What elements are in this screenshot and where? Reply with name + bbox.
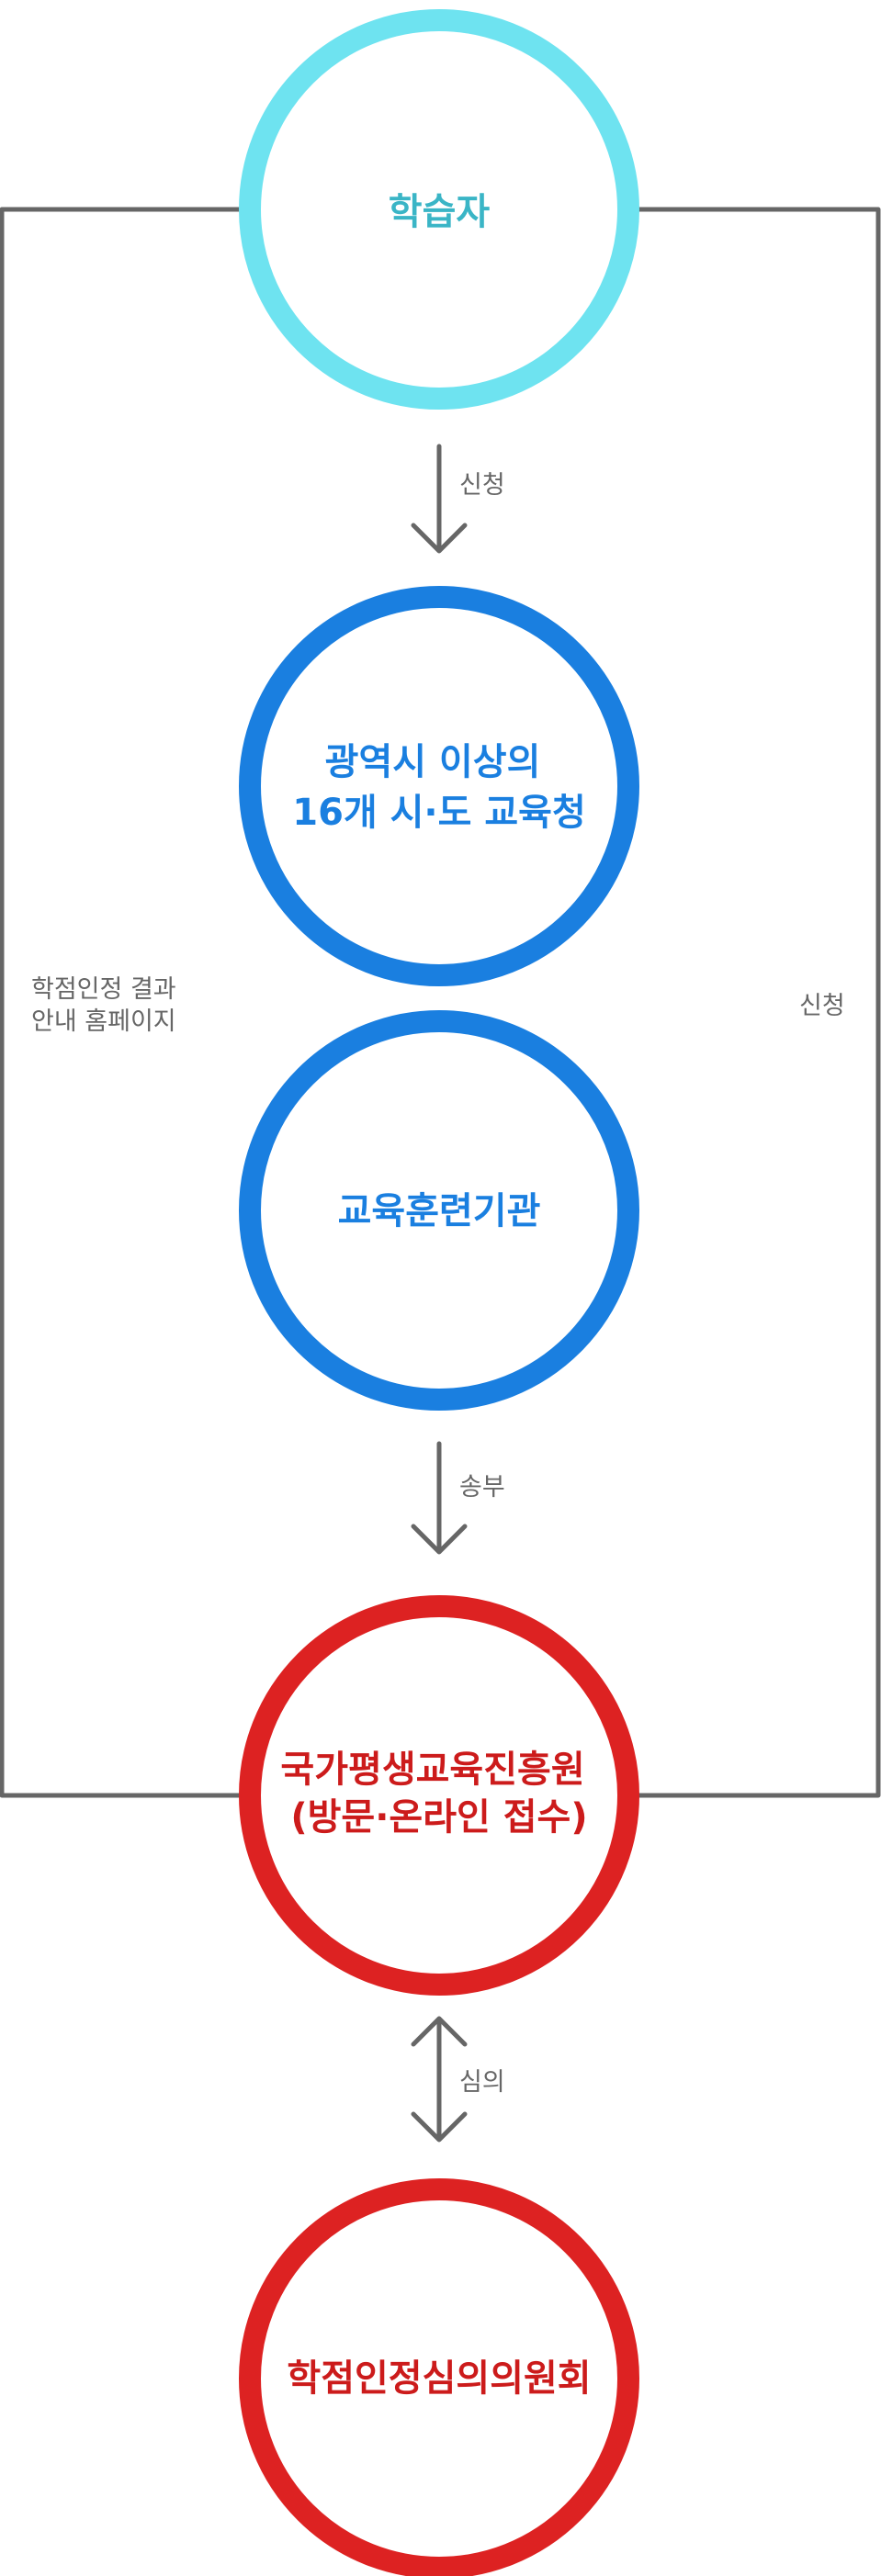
- edge-label-apply-top: 신청: [459, 471, 505, 500]
- office-circle: [239, 586, 639, 986]
- institution-circle: [239, 1010, 639, 1411]
- learner-circle: [239, 9, 639, 410]
- nile-label-line-1: 국가평생교육진흥원: [280, 1749, 584, 1791]
- edge-label-apply-right: 신청: [799, 992, 845, 1020]
- learner-label: 학습자: [389, 191, 491, 233]
- arrow-deliberate-head-down: [411, 2111, 468, 2143]
- right-loop-line: [602, 207, 881, 1798]
- office-label: 광역시 이상의 16개 시·도 교육청: [292, 741, 586, 834]
- arrow-apply-head: [411, 523, 468, 554]
- office-label-line-2: 16개 시·도 교육청: [292, 792, 586, 834]
- arrow-deliberate-head-up: [411, 2016, 468, 2047]
- institution-label: 교육훈련기관: [338, 1190, 541, 1232]
- edge-label-send: 송부: [459, 1473, 505, 1502]
- edge-label-deliberate: 심의: [459, 2068, 505, 2097]
- committee-circle: [239, 2178, 639, 2576]
- nile-label-line-2: (방문·온라인 접수): [290, 1796, 587, 1839]
- connectors: [0, 183, 881, 2143]
- nodes: [239, 9, 639, 2576]
- edge-label-result-line-1: 학점인정 결과: [31, 975, 176, 1004]
- left-loop-line: [0, 207, 278, 1798]
- nile-circle: [239, 1595, 639, 1996]
- office-label-line-1: 광역시 이상의: [325, 741, 541, 783]
- committee-label: 학점인정심의의원회: [287, 2357, 591, 2400]
- edge-label-result-line-2: 안내 홈페이지: [31, 1007, 176, 1036]
- nile-label: 국가평생교육진흥원 (방문·온라인 접수): [280, 1749, 597, 1839]
- arrow-send-head: [411, 1524, 468, 1555]
- edge-label-result: 학점인정 결과 안내 홈페이지: [31, 975, 184, 1036]
